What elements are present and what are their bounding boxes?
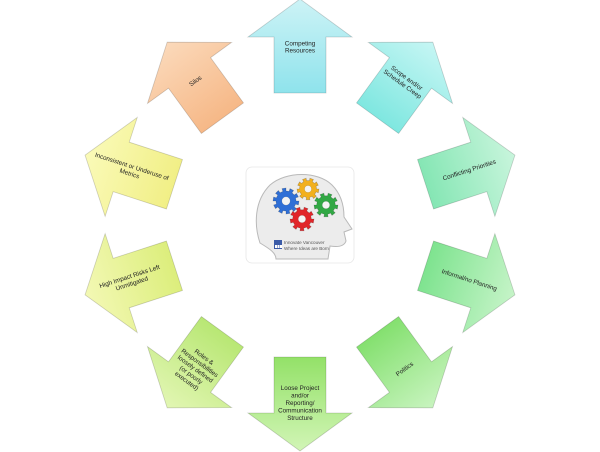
gear-green-hole bbox=[321, 200, 331, 210]
arrow-shape bbox=[246, 356, 354, 452]
arrow-5: Politics bbox=[355, 315, 454, 409]
arrow-shape bbox=[146, 315, 245, 409]
arrow-10: Silos bbox=[146, 41, 245, 135]
logo-text-line-2: Where Ideas are Born bbox=[284, 246, 329, 251]
arrow-shape bbox=[417, 232, 516, 334]
gear-yellow-hole bbox=[304, 185, 312, 193]
logo-badge bbox=[274, 240, 282, 249]
arrow-2: Scope and/orSchedule Creep bbox=[355, 41, 454, 135]
arrow-shape bbox=[246, 0, 354, 94]
arrow-shape bbox=[355, 315, 454, 409]
arrow-shape bbox=[355, 41, 454, 135]
arrow-8: High Impact Risks LeftUnmitigated bbox=[84, 232, 183, 334]
arrow-shape bbox=[84, 232, 183, 334]
arrow-shape bbox=[146, 41, 245, 135]
arrow-shape bbox=[84, 116, 183, 218]
arrow-shape bbox=[417, 116, 516, 218]
gear-red-hole bbox=[297, 214, 307, 224]
arrow-3: Conflicting Priorities bbox=[417, 116, 516, 218]
arrow-7: Roles &Responsibilitiesloosely defined(o… bbox=[146, 315, 245, 409]
center-logo: Innovate Vancouver Where Ideas are Born bbox=[245, 166, 355, 264]
logo-text-line-1: Innovate Vancouver bbox=[284, 240, 325, 245]
arrow-9: Inconsistent or Underuse ofMetrics bbox=[84, 116, 183, 218]
arrow-4: Informal/no Planning bbox=[417, 232, 516, 334]
gear-blue-hole bbox=[281, 196, 291, 206]
